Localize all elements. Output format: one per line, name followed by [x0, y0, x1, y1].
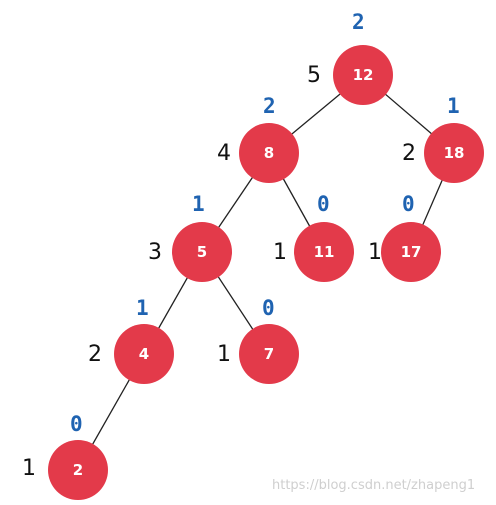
node-height-8: 4 [217, 141, 231, 166]
node-height-2: 1 [22, 456, 36, 481]
tree-node-18: 18 [424, 123, 484, 183]
node-height-4: 2 [88, 342, 102, 367]
watermark-text: https://blog.csdn.net/zhapeng1 [272, 478, 476, 493]
node-balance-12: 2 [352, 10, 365, 34]
node-height-11: 1 [273, 240, 287, 265]
node-balance-5: 1 [192, 192, 205, 216]
tree-node-8: 8 [239, 123, 299, 183]
tree-node-5: 5 [172, 222, 232, 282]
tree-node-12: 12 [333, 45, 393, 105]
tree-node-17: 17 [381, 222, 441, 282]
node-height-18: 2 [402, 141, 416, 166]
node-height-17: 1 [368, 240, 382, 265]
node-balance-17: 0 [402, 192, 415, 216]
tree-node-11: 11 [294, 222, 354, 282]
node-balance-7: 0 [262, 296, 275, 320]
node-balance-11: 0 [317, 192, 330, 216]
tree-node-7: 7 [239, 324, 299, 384]
node-balance-18: 1 [447, 94, 460, 118]
tree-node-4: 4 [114, 324, 174, 384]
node-height-12: 5 [307, 63, 321, 88]
node-height-7: 1 [217, 342, 231, 367]
node-balance-8: 2 [263, 94, 276, 118]
tree-node-2: 2 [48, 440, 108, 500]
node-balance-4: 1 [136, 296, 149, 320]
node-balance-2: 0 [70, 412, 83, 436]
node-height-5: 3 [148, 240, 162, 265]
